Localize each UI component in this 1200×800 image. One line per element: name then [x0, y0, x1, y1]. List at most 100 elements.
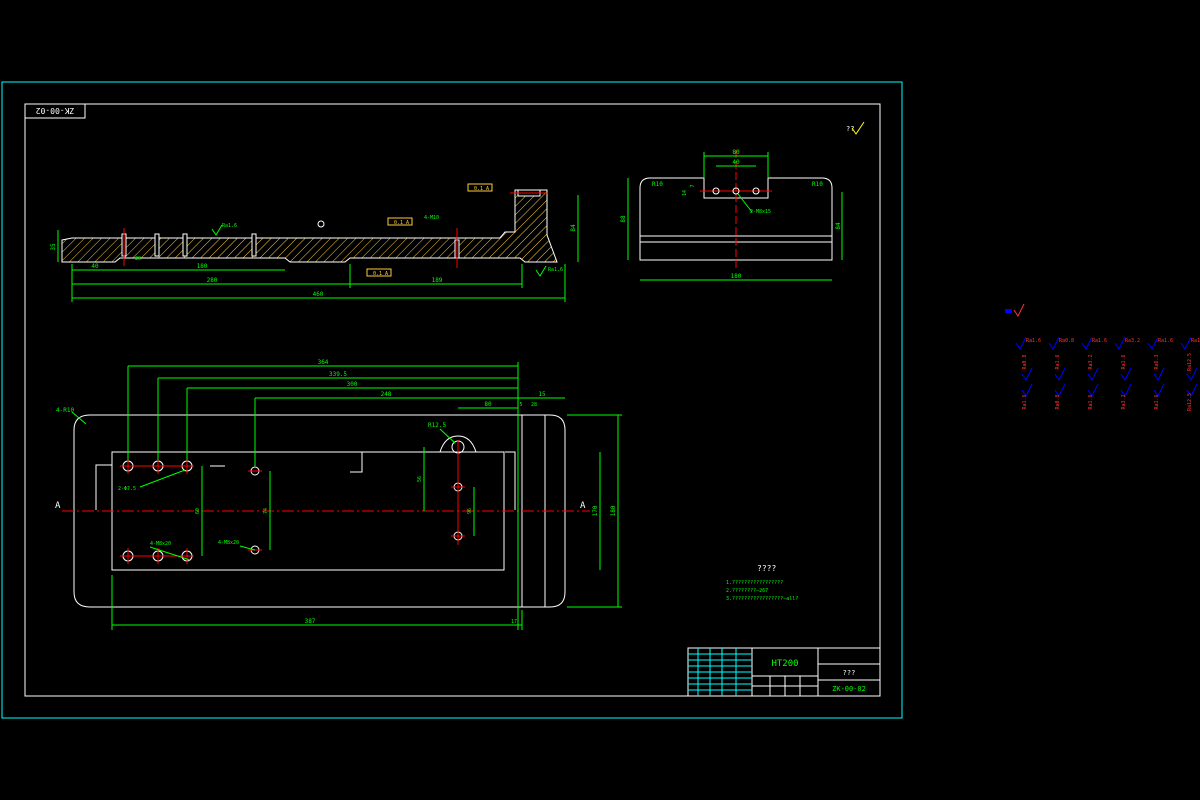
plan-lug [439, 435, 477, 453]
plan-dim-56: 56 [417, 476, 423, 482]
tolerance-3: 0.1 A [373, 271, 388, 277]
plan-radius-label: R12.5 [428, 422, 446, 429]
plan-dim-180: 180 [610, 505, 617, 516]
tolerance-frame-2 [387, 217, 413, 226]
notes-title: ???? [757, 564, 776, 573]
plan-dim-170: 170 [592, 505, 599, 516]
legend-label-extra: Ra0.8 [1055, 394, 1061, 409]
front-view: 460 280 189 40 180 35 84 20 Ra1.6 Ra1.6 … [50, 183, 579, 302]
legend-symbol-top [1015, 336, 1027, 350]
section-label-right: A [580, 501, 586, 511]
legend-symbol-extra [1153, 383, 1165, 397]
plan-dim-248: 248 [381, 391, 392, 398]
slot-3 [182, 233, 188, 257]
tolerance-frame-1 [467, 183, 493, 192]
note-line-3: 3.?????????????????—all? [726, 596, 798, 602]
legend-symbol-extra [1021, 383, 1033, 397]
plan-hole-leader-a [139, 469, 186, 488]
legend-label-extra: Ra1.6 [1088, 394, 1094, 409]
tolerance-2: 0.1 A [394, 220, 409, 226]
corner-code-box [24, 103, 86, 119]
legend-label-extra: Ra12.5 [1187, 393, 1193, 411]
side-dim-height-left: 88 [620, 215, 627, 223]
legend-label-bottom: Ra0.8 [1022, 354, 1028, 369]
plan-dim-28: 28 [531, 402, 537, 408]
slot-2 [154, 233, 160, 257]
legend-symbol-extra [1054, 383, 1066, 397]
side-hole-note: 2-M8x15 [750, 209, 771, 215]
legend-header-mark [1005, 309, 1012, 313]
plan-hole-leader-c [239, 545, 256, 551]
plan-dim-96: 96 [467, 508, 473, 514]
plan-dim-74: 74 [263, 508, 269, 514]
side-hole-2 [732, 187, 740, 195]
drawing-frame [24, 103, 881, 697]
roughness-legend: Ra1.6Ra0.8Ra1.6Ra0.8Ra1.6Ra0.8Ra1.6Ra3.2… [1005, 303, 1200, 411]
legend-header-symbol [1013, 303, 1025, 317]
legend-symbol-top [1180, 336, 1192, 350]
legend-symbol-extra [1087, 383, 1099, 397]
title-material: HT200 [771, 659, 798, 669]
note-line-1: 1.????????????????? [726, 580, 783, 586]
legend-label-top: Ra1.6 [1158, 338, 1173, 344]
legend-label-bottom: Ra6.3 [1154, 354, 1160, 369]
plan-hole-note-a: 2-Φ7.5 [118, 486, 136, 492]
legend-label-bottom: Ra1.6 [1055, 354, 1061, 369]
plan-corner-label: 4-R10 [56, 407, 74, 414]
side-hole-3 [752, 187, 760, 195]
plan-hole-note-b: 4-M8x20 [150, 541, 171, 547]
plan-dim-300: 300 [347, 381, 358, 388]
plan-dim-339: 339.5 [329, 371, 347, 378]
legend-symbol-top [1147, 336, 1159, 350]
sheet-border [1, 81, 903, 719]
legend-symbol-bottom [1153, 367, 1165, 381]
side-dim-14: 14 [682, 190, 688, 196]
legend-label-extra: Ra1.6 [1022, 394, 1028, 409]
side-radius-right: R10 [812, 181, 823, 188]
legend-symbol-bottom [1087, 367, 1099, 381]
side-dim-80: 80 [732, 149, 740, 156]
plan-corner-leader [71, 411, 87, 425]
plan-notch-left [95, 464, 112, 510]
front-view-body [61, 189, 558, 263]
side-dim-width: 180 [731, 273, 742, 280]
front-dim-left: 280 [207, 277, 218, 284]
legend-symbol-extra [1186, 383, 1198, 397]
front-hole-note: 4-M10 [424, 215, 439, 221]
corner-code: ZK-00-02 [36, 106, 75, 115]
datum-symbol [317, 220, 325, 228]
plan-dim-5: 5 [519, 402, 522, 408]
plan-hole-centers [120, 440, 465, 564]
plan-dim-364: 364 [318, 359, 329, 366]
legend-symbol-bottom [1021, 367, 1033, 381]
side-hole-leader [737, 193, 753, 213]
side-hole-1 [712, 187, 720, 195]
side-view: 80 40 180 88 84 14 7 R10 R10 2-M8x15 [620, 149, 843, 281]
legend-label-bottom: Ra1.6 [1121, 354, 1127, 369]
side-dim-7: 7 [690, 184, 696, 187]
plan-dim-387: 387 [305, 618, 316, 625]
front-roughness-mark-1 [211, 224, 223, 236]
front-dim-height-right: 84 [570, 224, 577, 232]
section-label-left: A [55, 501, 61, 511]
plan-radius-leader [439, 428, 456, 444]
plan-dim-80: 80 [484, 401, 492, 408]
front-dim-40: 40 [91, 263, 99, 270]
legend-symbol-bottom [1120, 367, 1132, 381]
title-block: HT200 ??? ZK-00-02 [687, 647, 881, 697]
legend-label-top: Ra0.8 [1059, 338, 1074, 344]
front-roughness-mark-2 [535, 265, 547, 277]
legend-symbol-top [1081, 336, 1093, 350]
general-roughness-symbol [851, 121, 865, 135]
legend-label-bottom: Ra3.2 [1088, 354, 1094, 369]
legend-symbol-top [1114, 336, 1126, 350]
front-dim-overall: 460 [313, 291, 324, 298]
note-line-2: 2.????????—267 [726, 588, 768, 594]
legend-symbol-bottom [1186, 367, 1198, 381]
tolerance-1: 0.1 A [474, 186, 489, 192]
slot-4 [251, 233, 257, 257]
side-dim-40: 40 [732, 159, 740, 166]
plan-dim-60: 60 [195, 508, 201, 514]
technical-notes: ???? 1.????????????????? 2.????????—267 … [726, 564, 798, 602]
